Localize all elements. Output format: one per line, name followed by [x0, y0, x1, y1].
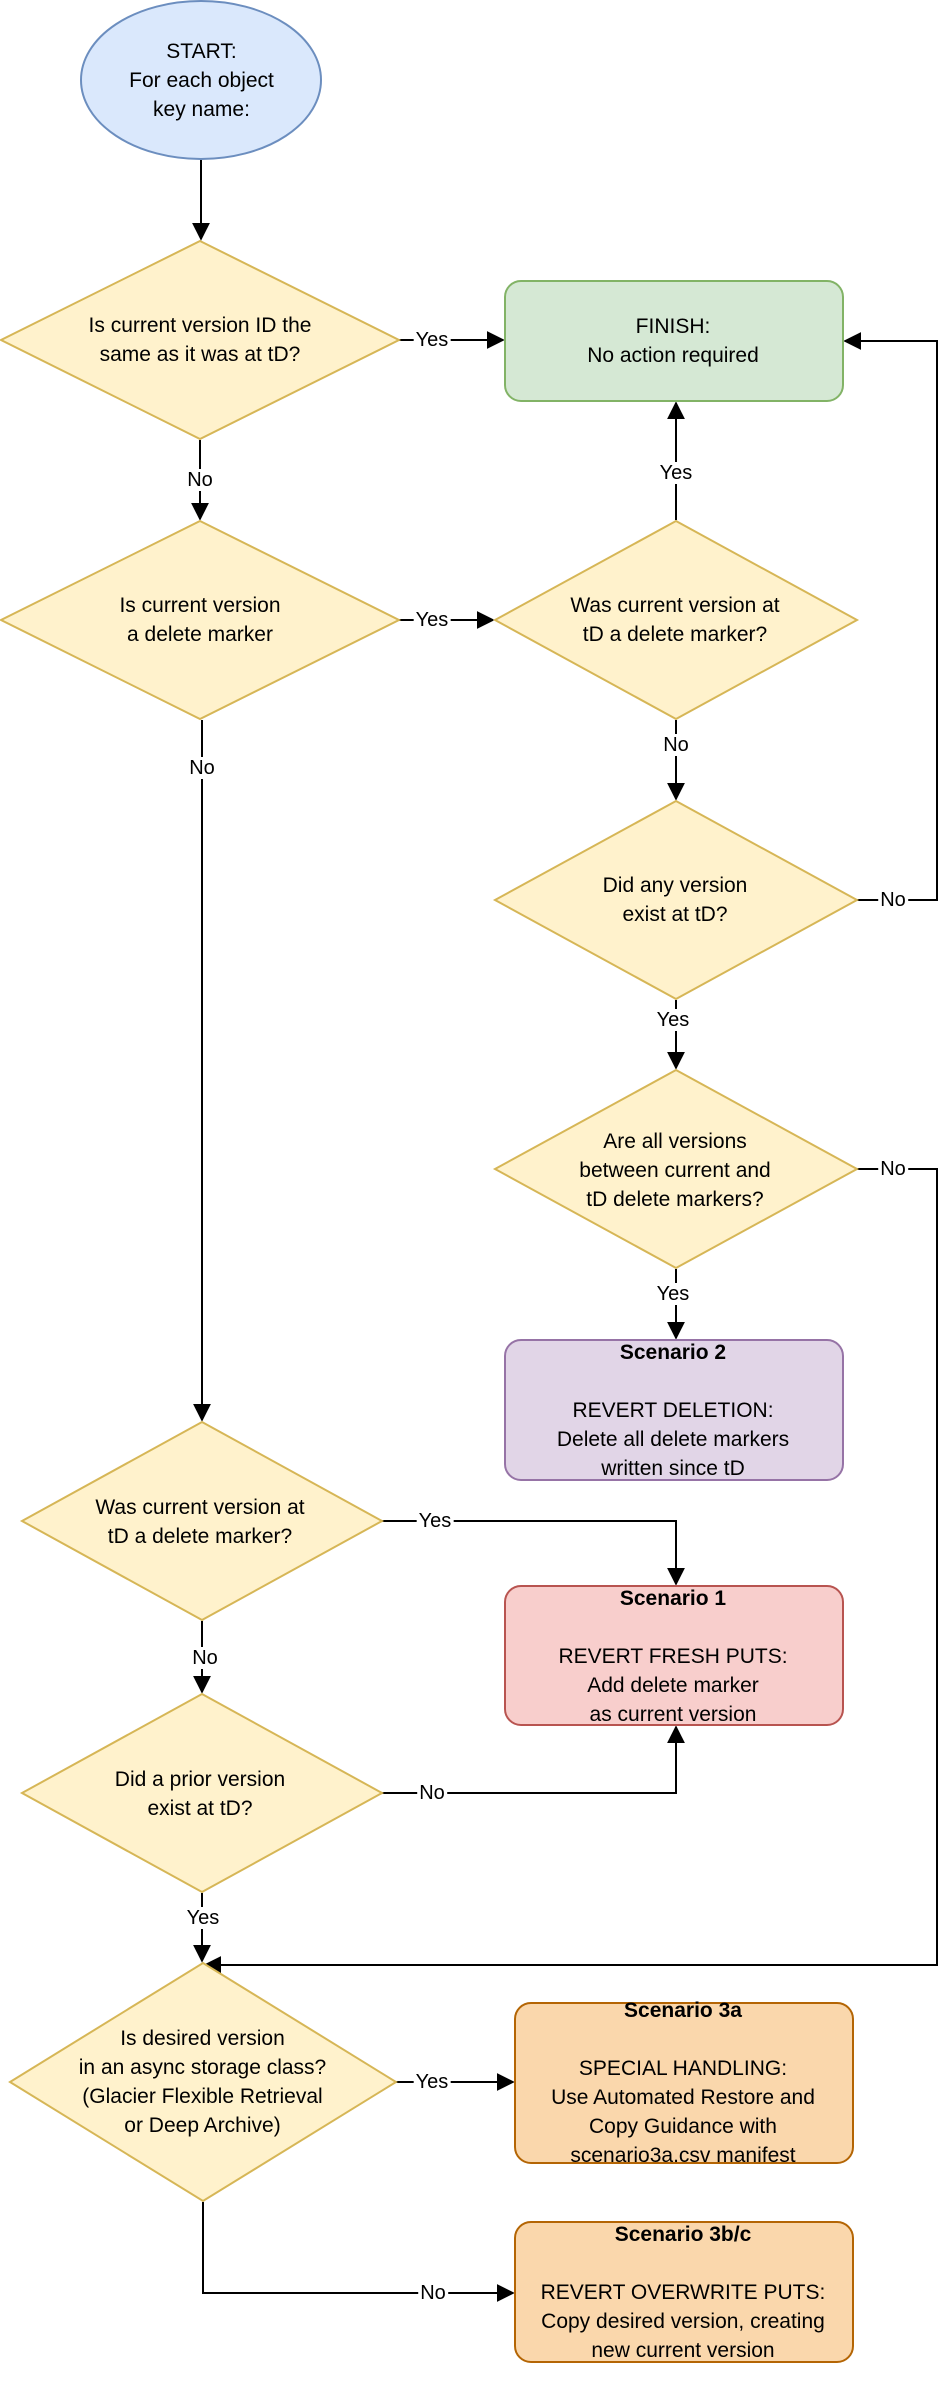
decision-same-id: [0, 239, 402, 441]
scenario2-node: [504, 1339, 844, 1481]
scenario3bc-text: Scenario 3b/c REVERT OVERWRITE PUTS: Cop…: [540, 2223, 826, 2362]
edge-label-any-version-no: No: [878, 889, 908, 911]
decision-was-delete-left: [19, 1420, 385, 1622]
decision-all-delete-text: Are all versions between current and tD …: [579, 1129, 771, 1211]
decision-was-delete-right: [492, 519, 860, 721]
edge-label-same-id-no: No: [185, 469, 215, 491]
edge-label-same-id-yes: Yes: [413, 329, 451, 351]
start-node: [80, 0, 322, 160]
edge-label-was-delete-right-yes: Yes: [657, 462, 695, 484]
decision-same-id-text: Is current version ID the same as it was…: [88, 314, 312, 366]
decision-prior-version: [19, 1692, 385, 1894]
edge-label-all-delete-no: No: [878, 1158, 908, 1180]
edge-any-version-no: [843, 332, 938, 901]
edge-label-prior-version-no: No: [417, 1782, 447, 1804]
finish-node-text: FINISH: No action required: [587, 315, 759, 367]
edge-label-all-delete-yes: Yes: [654, 1283, 692, 1305]
edge-label-was-delete-left-no: No: [190, 1647, 220, 1669]
edge-label-async-yes: Yes: [413, 2071, 451, 2093]
decision-all-delete: [492, 1068, 860, 1270]
edge-was-delete-left-yes: [382, 1520, 685, 1586]
scenario3a-node: [514, 2002, 854, 2164]
scenario3a-text: Scenario 3a SPECIAL HANDLING: Use Automa…: [551, 1999, 815, 2167]
edge-prior-version-no: [382, 1725, 685, 1794]
decision-current-delete-text: Is current version a delete marker: [119, 594, 281, 646]
scenario2-text: Scenario 2 REVERT DELETION: Delete all d…: [556, 1341, 790, 1480]
decision-prior-version-text: Did a prior version exist at tD?: [114, 1768, 286, 1820]
decision-async-text: Is desired version in an async storage c…: [78, 2027, 327, 2137]
scenario1-node: [504, 1585, 844, 1726]
finish-node: [504, 280, 844, 402]
edge-label-prior-version-yes: Yes: [184, 1907, 222, 1929]
decision-was-delete-right-text: Was current version at tD a delete marke…: [570, 594, 780, 646]
decision-current-delete: [0, 519, 402, 721]
edge-label-was-delete-right-no: No: [661, 734, 691, 756]
decision-any-version: [492, 799, 860, 1001]
scenario3bc-node: [514, 2221, 854, 2363]
edge-label-current-delete-yes: Yes: [413, 609, 451, 631]
decision-any-version-text: Did any version exist at tD?: [602, 874, 748, 926]
decision-async: [8, 1961, 398, 2203]
edge-label-async-no: No: [418, 2282, 448, 2304]
edge-label-any-version-yes: Yes: [654, 1009, 692, 1031]
scenario1-text: Scenario 1 REVERT FRESH PUTS: Add delete…: [558, 1586, 788, 1726]
edge-label-current-delete-no: No: [187, 757, 217, 779]
edge-label-was-delete-left-yes: Yes: [416, 1510, 454, 1532]
start-node-text: START: For each object key name:: [129, 39, 274, 121]
edge-async-no: [202, 2202, 515, 2302]
decision-was-delete-left-text: Was current version at tD a delete marke…: [95, 1496, 305, 1548]
shapes-layer: [0, 0, 860, 2363]
